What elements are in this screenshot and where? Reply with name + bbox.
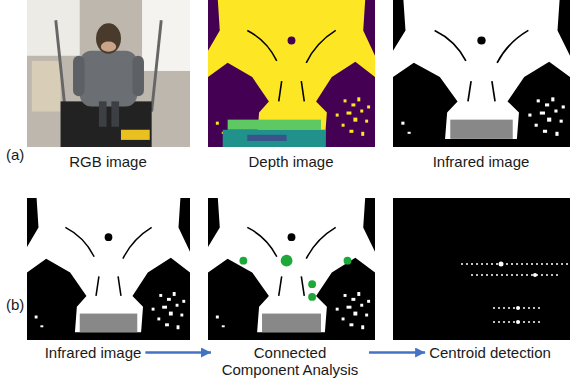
panel-caption: Depth image <box>248 153 333 170</box>
infrared-mask <box>27 198 190 340</box>
component-mask <box>208 198 375 340</box>
flow-arrow <box>145 351 211 354</box>
row-label: (b) <box>6 296 24 313</box>
depth-map <box>208 0 375 147</box>
infrared-mask <box>393 0 570 147</box>
caption-text: Connected Component Analysis <box>215 344 365 378</box>
panel-caption: Infrared image <box>433 153 530 170</box>
rgb-photo <box>27 0 190 147</box>
caption-text: Depth image <box>248 153 333 170</box>
row-label: (a) <box>6 146 24 163</box>
panel-caption: Infrared image <box>45 344 142 361</box>
component-dots <box>239 255 351 301</box>
panel-caption: Centroid detection <box>429 344 551 361</box>
caption-text: Infrared image <box>45 344 142 361</box>
caption-text: Infrared image <box>433 153 530 170</box>
centroid-map <box>393 198 570 340</box>
panel-caption: RGB image <box>69 153 147 170</box>
caption-text: Centroid detection <box>429 344 551 361</box>
caption-text: RGB image <box>69 153 147 170</box>
flow-arrow <box>369 351 425 354</box>
panel-caption: Connected Component Analysis <box>215 344 365 378</box>
